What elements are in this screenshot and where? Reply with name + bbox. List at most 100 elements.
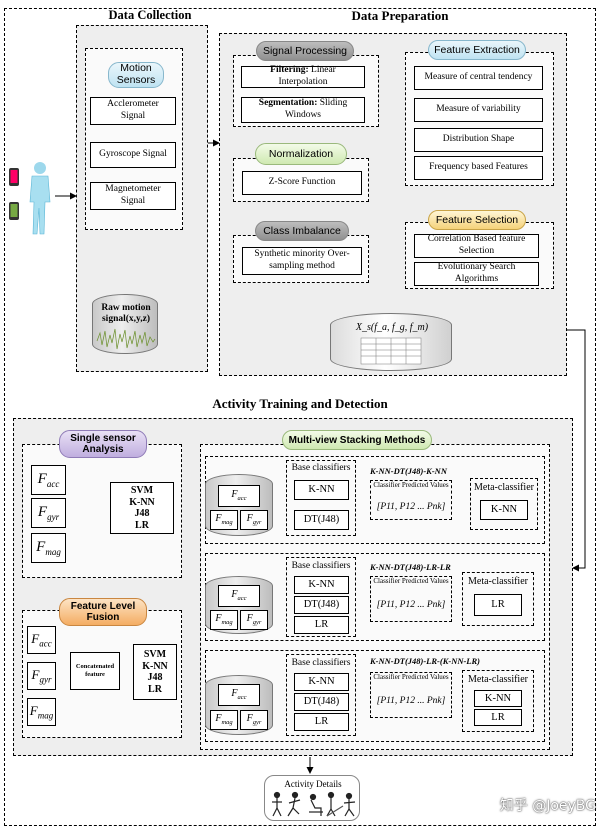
- fusion-classifier-svm: SVM: [143, 649, 167, 660]
- feature-database: X_s(f_a, f_g, f_m): [330, 313, 452, 371]
- smote-box: Synthetic minority Over-sampling method: [242, 247, 362, 275]
- fusion-f-gyr-box: Fgyr: [27, 662, 56, 690]
- stack-3-base-label: Base classifiers: [291, 658, 351, 668]
- stack-2-title: K-NN-DT(J48)-LR-LR: [370, 562, 451, 572]
- stack-1-f-gyr-letter: F: [246, 512, 253, 524]
- stack-2-f-gyr-sub: gyr: [252, 618, 262, 626]
- filtering-value: Linear Interpolation: [278, 65, 336, 87]
- stack-2-f-gyr: Fgyr: [240, 610, 268, 630]
- stack-3-meta-lr: LR: [474, 709, 522, 726]
- fusion-f-acc-box: Facc: [27, 626, 56, 654]
- stack-3-meta-label: Meta-classifier: [468, 674, 528, 685]
- filtering-label: Filtering:: [270, 65, 309, 76]
- stack-2-predictions: [370, 576, 452, 622]
- segmentation-value: Sliding Windows: [284, 98, 348, 120]
- f-mag-letter: F: [36, 538, 46, 555]
- fusion-f-gyr-letter: F: [31, 666, 40, 682]
- stack-2-f-acc: Facc: [218, 585, 260, 607]
- f-gyr-sub: gyr: [47, 511, 60, 522]
- section-title-data-collection: Data Collection: [108, 8, 192, 22]
- raw-signal-label: Raw motion signal(x,y,z): [101, 303, 151, 324]
- stack-1-base-knn: K-NN: [294, 480, 349, 500]
- stack-3-base-dt: DT(J48): [294, 693, 349, 711]
- stack-1-base-dt: DT(J48): [294, 510, 349, 530]
- stack-2-meta-label: Meta-classifier: [468, 576, 528, 587]
- wearable-person-icon: [6, 158, 56, 238]
- stack-2-f-acc-letter: F: [231, 588, 238, 600]
- feature-database-formula: X_s(f_a, f_g, f_m): [355, 322, 429, 333]
- magnetometer-signal: Magnetometer Signal: [90, 182, 176, 210]
- feature-selection-label: Feature Selection: [428, 210, 526, 230]
- stack-2-f-gyr-letter: F: [246, 612, 253, 624]
- fusion-classifiers: SVM K-NN J48 LR: [133, 644, 177, 700]
- stack-3-f-acc-sub: acc: [237, 693, 247, 701]
- feature-extraction-label: Feature Extraction: [428, 40, 526, 60]
- stack-1-f-acc-letter: F: [231, 488, 238, 500]
- classifier-svm: SVM: [130, 485, 154, 496]
- stack-3-p-formula: [P11, P12 ... Pnk]: [376, 696, 446, 706]
- concatenated-feature-box: Concatenated feature: [70, 652, 120, 690]
- f-gyr-box: Fgyr: [31, 498, 66, 528]
- stack-1-base-group: [286, 460, 356, 536]
- classifier-knn: K-NN: [129, 496, 155, 508]
- fe-central-tendency: Measure of central tendency: [414, 66, 543, 90]
- f-mag-sub: mag: [45, 546, 61, 557]
- stack-2-pred-label: Classifier Predicted Values: [373, 577, 449, 585]
- stack-3-pred-label: Classifier Predicted Values: [373, 673, 449, 681]
- stack-3-f-mag: Fmag: [210, 710, 238, 730]
- stack-3-title: K-NN-DT(J48)-LR-(K-NN-LR): [370, 656, 481, 666]
- outer-frame: [4, 8, 596, 826]
- classifier-lr: LR: [135, 519, 149, 531]
- stack-3-f-acc-letter: F: [231, 687, 238, 699]
- accelerometer-signal: Acclerometer Signal: [90, 97, 176, 125]
- stack-3-base-lr: LR: [294, 713, 349, 731]
- fs-evolutionary: Evolutionary Search Algorithms: [414, 262, 539, 286]
- stack-1-base-label: Base classifiers: [291, 463, 351, 473]
- stack-1-meta-knn: K-NN: [480, 500, 528, 520]
- stack-2-base-knn: K-NN: [294, 576, 349, 594]
- f-acc-box: Facc: [31, 465, 66, 495]
- normalization-label: Normalization: [255, 143, 347, 165]
- fe-frequency: Frequency based Features: [414, 156, 543, 180]
- activity-details-box: Activity Details: [264, 775, 360, 821]
- class-imbalance-label: Class Imbalance: [255, 221, 349, 241]
- stack-2-base-group: [286, 557, 356, 637]
- f-mag-box: Fmag: [31, 533, 66, 563]
- fs-correlation: Correlation Based feature Selection: [414, 234, 539, 258]
- fusion-classifier-lr: LR: [148, 683, 162, 695]
- stack-3-sensor-db: Facc Fmag Fgyr: [205, 675, 273, 735]
- activity-details-label: Activity Details: [284, 779, 342, 789]
- stack-1-f-mag: Fmag: [210, 510, 238, 530]
- stack-2-base-label: Base classifiers: [291, 561, 351, 571]
- fusion-f-acc-sub: acc: [39, 638, 52, 649]
- stack-2-base-dt: DT(J48): [294, 596, 349, 614]
- signal-processing-label: Signal Processing: [256, 41, 354, 61]
- watermark: 知乎 @JoeyBG: [499, 798, 596, 814]
- gyroscope-signal: Gyroscope Signal: [90, 142, 176, 168]
- raw-signal-database: Raw motion signal(x,y,z): [92, 294, 158, 354]
- f-acc-letter: F: [37, 470, 47, 487]
- zscore-box: Z-Score Function: [242, 171, 362, 195]
- filtering-box: Filtering: Linear Interpolation: [241, 65, 365, 88]
- f-acc-sub: acc: [46, 478, 60, 489]
- activity-figures-icon: [272, 791, 356, 817]
- stack-2-meta-lr: LR: [474, 594, 522, 616]
- stack-1-f-mag-letter: F: [215, 512, 222, 524]
- stack-2-f-mag-letter: F: [215, 612, 222, 624]
- stack-3-f-gyr: Fgyr: [240, 710, 268, 730]
- stack-1-meta-group: [470, 478, 538, 530]
- stack-3-f-gyr-letter: F: [246, 712, 253, 724]
- stack-3-meta-knn: K-NN: [474, 690, 522, 707]
- stack-1-f-mag-sub: mag: [221, 518, 233, 526]
- section-title-data-preparation: Data Preparation: [351, 8, 449, 23]
- section-title-activity-training: Activity Training and Detection: [212, 396, 388, 411]
- single-sensor-label: Single sensor Analysis: [59, 430, 147, 458]
- stack-3-predictions: [370, 672, 452, 718]
- stack-3-f-mag-letter: F: [215, 712, 222, 724]
- stack-2-meta-group: [462, 572, 534, 626]
- stack-3-f-gyr-sub: gyr: [252, 718, 262, 726]
- classifier-j48: J48: [134, 508, 150, 519]
- fe-variability: Measure of variability: [414, 98, 543, 122]
- stack-1-f-acc-sub: acc: [237, 494, 247, 502]
- single-sensor-classifiers: SVM K-NN J48 LR: [110, 482, 174, 534]
